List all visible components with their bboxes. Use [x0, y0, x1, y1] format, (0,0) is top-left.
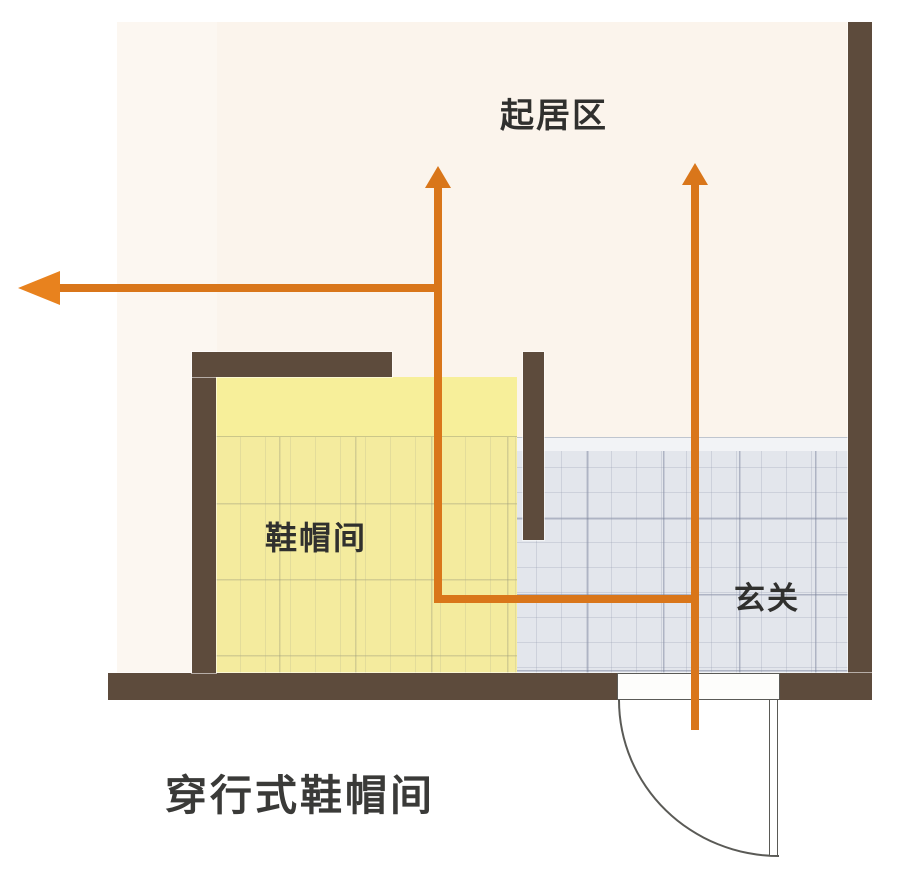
entryway-tile-grid	[517, 451, 848, 673]
partition-stub	[523, 352, 544, 540]
wall-cloakroom-top	[192, 352, 392, 377]
wall-right	[848, 22, 872, 700]
entryway-floor-upper	[517, 437, 848, 451]
wall-cloakroom-left	[192, 352, 216, 673]
entryway-floor	[517, 437, 848, 673]
arrow-to-living-left-shaft	[56, 284, 440, 292]
arrow-to-living-left-head	[18, 271, 60, 305]
room-label-cloakroom: 鞋帽间	[265, 520, 368, 556]
room-label-entryway: 玄关	[734, 581, 800, 616]
entryway-tile-grid-fine	[517, 451, 848, 673]
door-leaf	[769, 700, 778, 855]
entryway-tile-edge	[517, 437, 848, 438]
cloakroom-floor-upper	[215, 377, 517, 437]
arrow-through-cloakroom-shaft	[434, 178, 442, 603]
room-label-living-area: 起居区	[500, 97, 608, 135]
cloakroom-tile-grid-fine	[215, 437, 517, 673]
cloakroom-tile-edge	[215, 436, 517, 437]
diagram-caption: 穿行式鞋帽间	[165, 772, 436, 819]
cloakroom-tile-grid	[215, 437, 517, 673]
arrow-from-entry-door-shaft	[691, 175, 699, 730]
arrow-cloakroom-connector	[434, 595, 699, 603]
arrow-through-cloakroom-head	[425, 166, 451, 188]
arrow-from-entry-door-head	[682, 163, 708, 185]
